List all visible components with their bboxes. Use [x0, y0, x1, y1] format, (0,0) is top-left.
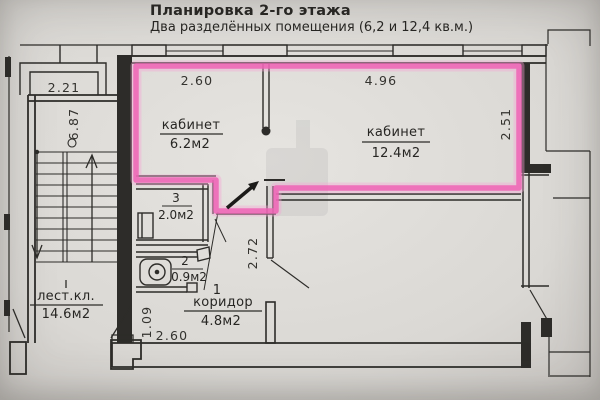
stairs-down-arrow-icon [31, 149, 43, 260]
stairs-reference-mark [67, 138, 77, 148]
room-label-staircase: лест.кл. [37, 289, 95, 304]
room-area-office-small: 6.2м2 [170, 137, 210, 152]
dim-hall-wall: 2.72 [245, 237, 260, 270]
door-jamb [186, 282, 198, 293]
door-swing [110, 305, 132, 339]
leader-line [203, 211, 219, 291]
toilet-icon [139, 258, 172, 286]
corridor-pier [265, 301, 276, 344]
staircase-entrance-door [9, 280, 142, 375]
door-swing [12, 308, 26, 339]
room-number-storeroom: 3 [172, 191, 180, 205]
scan-watermark [266, 120, 328, 216]
room-label-office-small: кабинет [162, 118, 221, 133]
right-wall [521, 63, 552, 368]
dim-corridor-width: 2.60 [156, 328, 189, 343]
stairs [36, 138, 117, 263]
partition-end-post [261, 126, 271, 136]
room-area-storeroom: 2.0м2 [158, 208, 194, 222]
dim-office-large-depth: 2.51 [498, 108, 513, 141]
dimension-labels: 2.21 6.87 2.60 4.96 2.51 2.72 1.09 2.60 [48, 73, 513, 343]
dim-office-small-width: 2.60 [181, 73, 214, 88]
page-title: Планировка 2-го этажа [150, 3, 351, 19]
staircase-window-bay [19, 45, 107, 95]
entry-arrow-icon [225, 181, 259, 210]
room-area-corridor: 4.8м2 [201, 314, 241, 329]
dim-office-large-width: 4.96 [365, 73, 398, 88]
header: Планировка 2-го этажа Два разделённых по… [150, 3, 473, 35]
dim-corridor-depth: 1.09 [139, 306, 154, 339]
offered-premises-boundary [133, 63, 522, 214]
room-area-office-large: 12.4м2 [372, 146, 421, 161]
room-labels: кабинет 6.2м2 кабинет 12.4м2 3 2.0м2 2 0… [30, 118, 430, 329]
stairs-up-arrow-icon [85, 153, 98, 262]
sink-icon [137, 212, 154, 239]
room-number-wc: 2 [181, 254, 189, 268]
highlight-outline [130, 60, 525, 217]
interior-walls [136, 64, 521, 344]
outer-wall-marks [4, 57, 11, 316]
room-label-office-large: кабинет [367, 125, 426, 140]
room-number-corridor: 1 [213, 283, 222, 298]
door-swing [270, 259, 310, 289]
staircase-walls [27, 94, 117, 343]
bottom-wall [111, 334, 529, 368]
dim-staircase-width: 2.21 [48, 80, 81, 95]
dim-staircase-depth: 6.87 [66, 108, 81, 141]
door-swing [214, 218, 227, 243]
party-wall [117, 55, 132, 343]
fixtures [137, 212, 172, 286]
top-wall [131, 44, 547, 64]
room-area-wc: 0.9м2 [171, 270, 207, 284]
page-subtitle: Два разделённых помещения (6,2 и 12,4 кв… [150, 20, 473, 35]
room-area-staircase: 14.6м2 [42, 307, 91, 322]
door-swing [529, 289, 549, 322]
room-label-corridor: коридор [193, 295, 253, 310]
